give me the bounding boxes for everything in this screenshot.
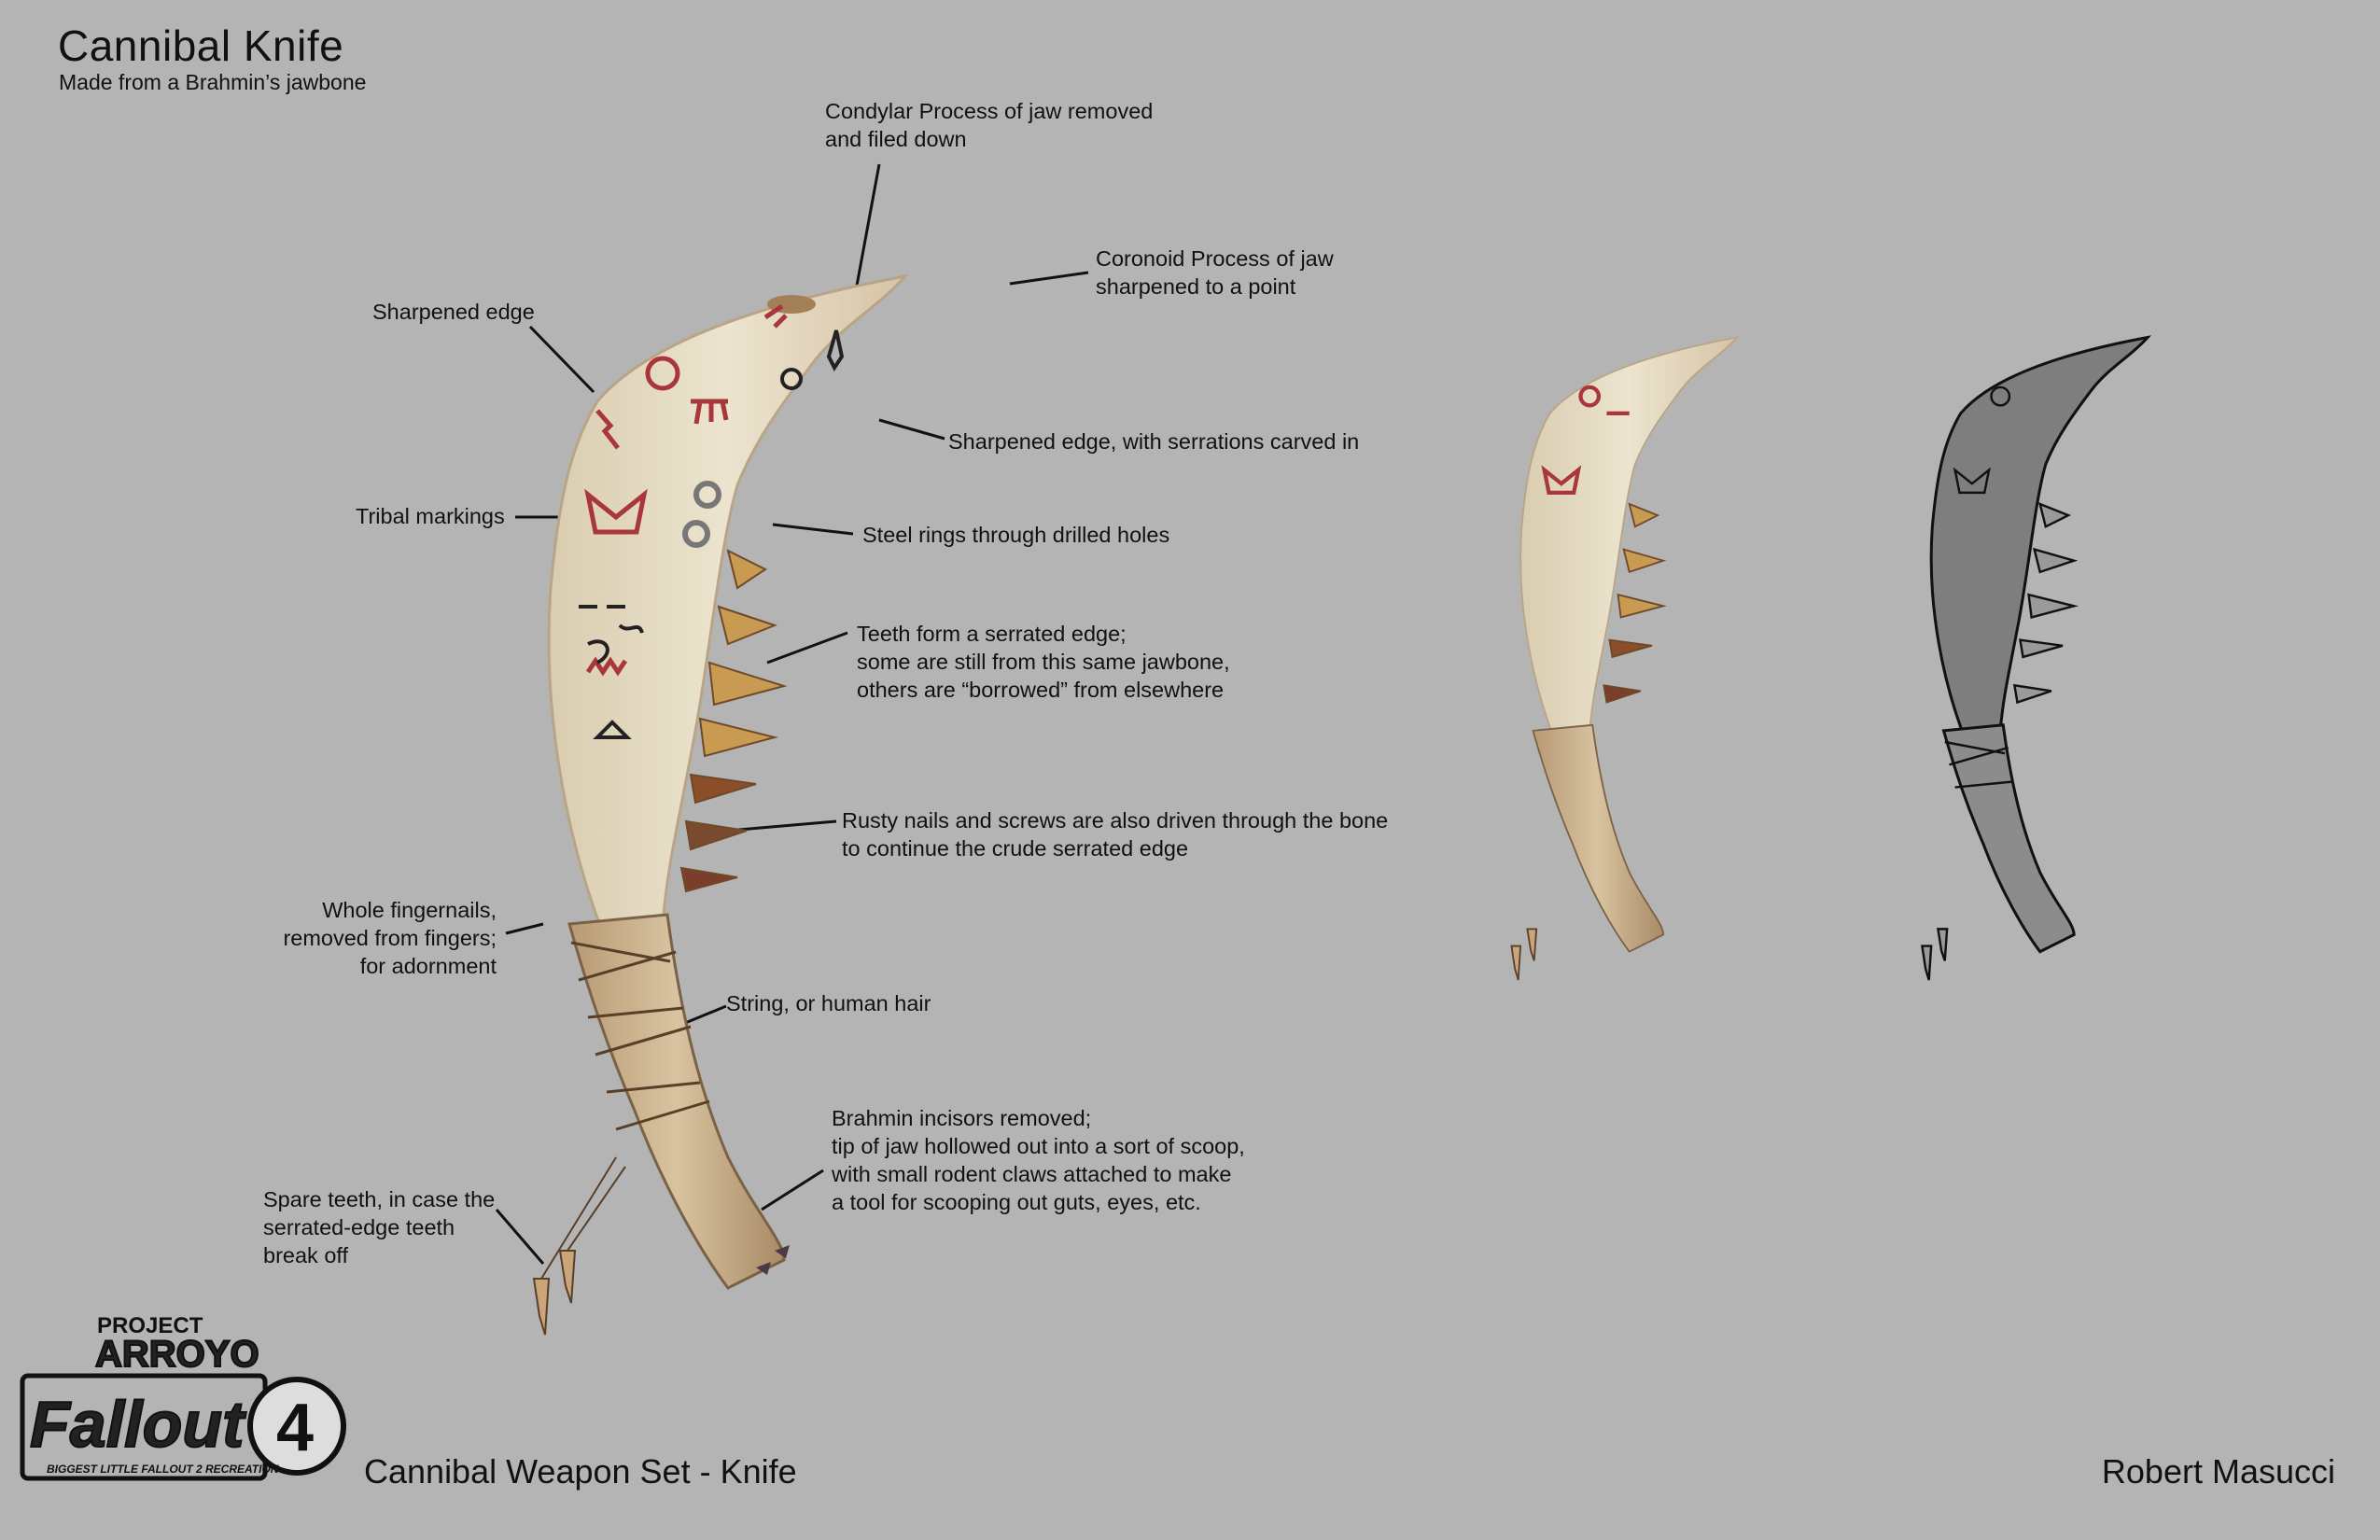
spare-teeth [532, 1156, 626, 1336]
callout-fingernails: Whole fingernails, removed from fingers;… [283, 898, 497, 978]
logo-tagline: BIGGEST LITTLE FALLOUT 2 RECREATION [47, 1463, 279, 1476]
wrapped-handle [567, 913, 786, 1290]
knife-main-illustration [532, 273, 910, 1336]
serrated-teeth [679, 549, 788, 893]
callout-spare-teeth: Spare teeth, in case the serrated-edge t… [263, 1187, 496, 1267]
callout-nails: Rusty nails and screws are also driven t… [842, 808, 1389, 861]
callout-condylar: Condylar Process of jaw removed and file… [825, 99, 1154, 151]
callout-string: String, or human hair [726, 991, 931, 1015]
logo-project-text: PROJECT [97, 1313, 203, 1338]
callout-teeth: Teeth form a serrated edge; some are sti… [857, 622, 1230, 702]
string-wrap [570, 941, 710, 1131]
tribal-markings-red [584, 303, 788, 677]
footer-title: Cannibal Weapon Set - Knife [364, 1452, 797, 1491]
callout-tribal-markings: Tribal markings [356, 504, 505, 528]
knife-greyscale [1921, 335, 2152, 981]
jaw-bone [547, 273, 910, 945]
callout-serrations: Sharpened edge, with serrations carved i… [948, 429, 1360, 454]
logo-arroyo-text: ARROYO [95, 1334, 259, 1375]
callout-steel-rings: Steel rings through drilled holes [862, 523, 1170, 547]
page-title: Cannibal Knife [58, 21, 344, 70]
knife-small-color [1510, 336, 1740, 981]
callout-sharpened-edge: Sharpened edge [372, 300, 535, 324]
logo-number: 4 [276, 1391, 314, 1465]
project-arroyo-logo: PROJECT ARROYO Fallout 4 BIGGEST LITTLE … [20, 1313, 346, 1481]
callout-coronoid: Coronoid Process of jaw sharpened to a p… [1096, 246, 1334, 299]
rodent-claws [756, 1245, 790, 1275]
tribal-markings-black [579, 329, 845, 739]
artist-name: Robert Masucci [2101, 1452, 2335, 1491]
steel-rings [682, 481, 721, 548]
logo-fallout-text: Fallout [30, 1388, 246, 1461]
page-subtitle: Made from a Brahmin’s jawbone [59, 70, 367, 94]
callout-incisors: Brahmin incisors removed; tip of jaw hol… [832, 1106, 1245, 1214]
